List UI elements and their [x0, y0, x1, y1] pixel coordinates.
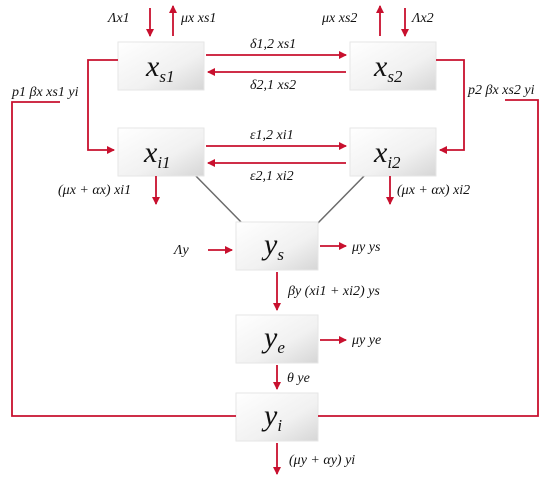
node-xs2: xs2 — [349, 41, 437, 91]
label-eps12: ε1,2 xi1 — [250, 128, 294, 143]
label-lambda-x2: Λx2 — [410, 11, 434, 26]
label-beta-y: βy (xi1 + xi2) ys — [287, 284, 380, 299]
connector-xi1-ys — [189, 169, 245, 226]
line-yi-feedback-right — [318, 99, 539, 417]
label-mu-ys: μy ys — [351, 240, 381, 255]
svg-text:xi2: xi2 — [373, 136, 401, 172]
connector-xi2-ys — [315, 169, 371, 226]
svg-text:ys: ys — [261, 228, 284, 264]
arrow-p2-infection — [436, 59, 465, 154]
label-mu-xs2: μx xs2 — [321, 11, 357, 26]
label-mu-ye: μy ye — [351, 333, 381, 348]
node-xi1: xi1 — [117, 127, 205, 177]
label-p2-infection: p2 βx xs2 yi — [467, 83, 535, 98]
node-xs1: xs1 — [117, 41, 205, 91]
arrow-p1-infection — [87, 59, 118, 154]
label-death-yi: (μy + αy) yi — [289, 453, 355, 468]
label-eps21: ε2,1 xi2 — [250, 169, 294, 184]
node-yi: yi — [235, 392, 319, 442]
label-delta21: δ2,1 xs2 — [250, 78, 296, 93]
svg-text:xi1: xi1 — [143, 136, 171, 172]
line-yi-feedback-left — [11, 101, 236, 417]
svg-text:yi: yi — [261, 399, 282, 435]
label-delta12: δ1,2 xs1 — [250, 37, 296, 52]
svg-text:xs2: xs2 — [373, 50, 403, 86]
label-lambda-x1: Λx1 — [106, 11, 130, 26]
label-death-xi1: (μx + αx) xi1 — [58, 183, 131, 198]
node-ys: ys — [235, 221, 319, 271]
node-ye: ye — [235, 314, 319, 364]
node-xi2: xi2 — [349, 127, 437, 177]
label-lambda-y: Λy — [172, 243, 189, 258]
svg-text:xs1: xs1 — [145, 50, 174, 86]
label-theta: θ ye — [287, 371, 310, 386]
label-mu-xs1: μx xs1 — [180, 11, 216, 26]
label-death-xi2: (μx + αx) xi2 — [397, 183, 470, 198]
svg-text:ye: ye — [261, 321, 285, 357]
label-p1-infection: p1 βx xs1 yi — [11, 85, 79, 100]
